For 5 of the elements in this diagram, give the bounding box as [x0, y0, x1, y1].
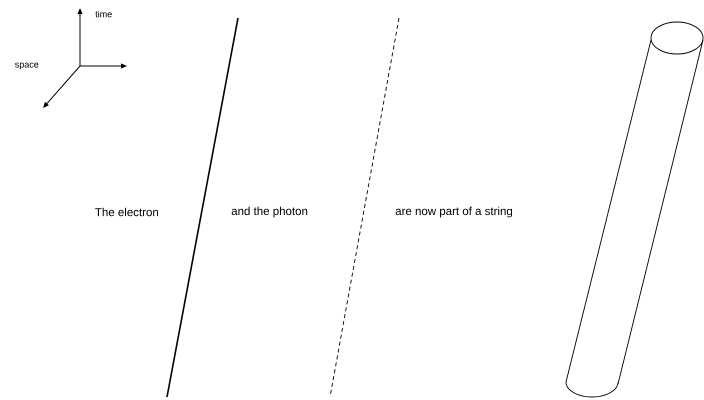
sentence-text: The electron	[95, 208, 158, 216]
axis-label: time	[95, 10, 112, 18]
axis-label: space	[15, 62, 38, 70]
sentence-text: are now part of a string	[396, 206, 512, 218]
sentence-text: and the photon	[232, 206, 308, 218]
